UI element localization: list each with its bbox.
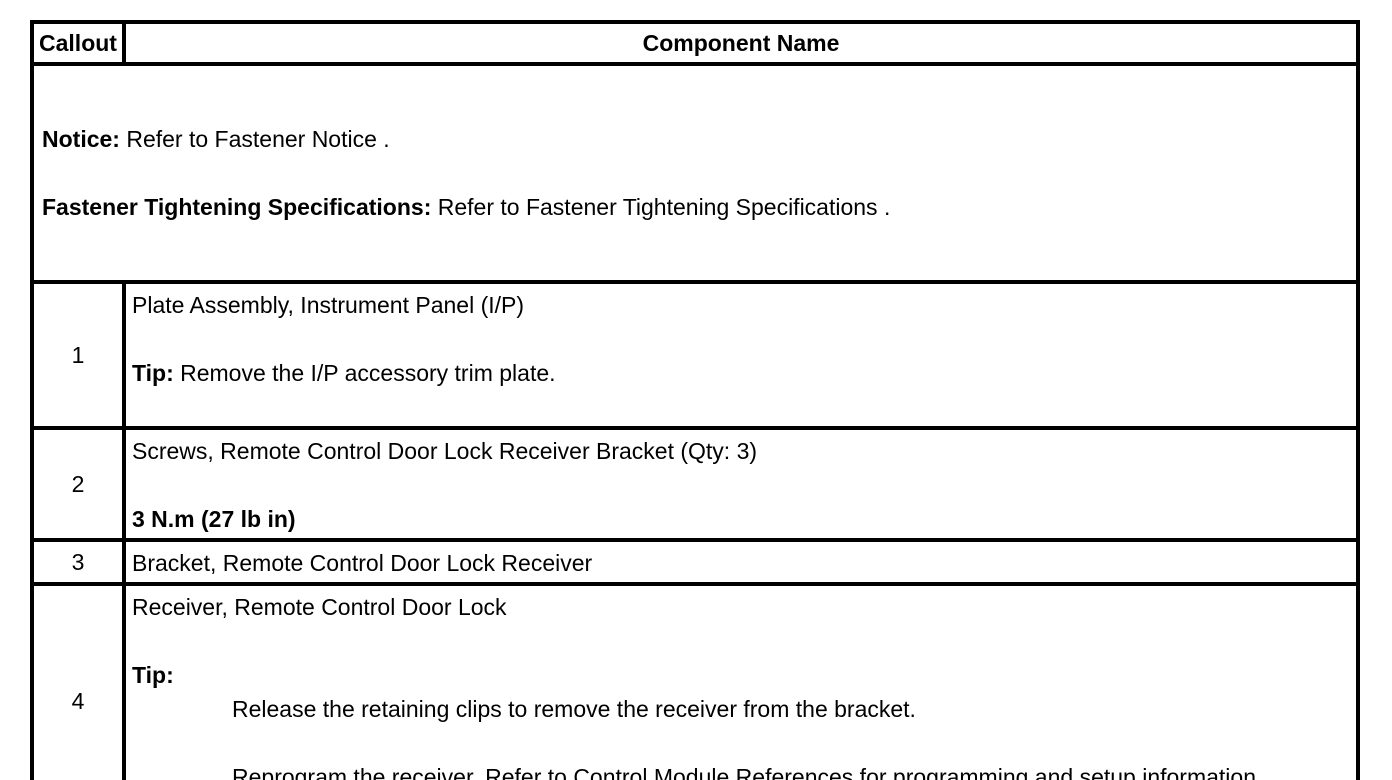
torque-spec: 3 N.m (27 lb in) [132, 506, 296, 532]
callout-number: 3 [30, 538, 126, 586]
table-row: 3 Bracket, Remote Control Door Lock Rece… [30, 538, 1360, 586]
callout-number: 4 [30, 582, 126, 780]
notice-label: Notice: [42, 126, 120, 152]
component-name-column-header: Component Name [122, 20, 1360, 66]
component-name: Plate Assembly, Instrument Panel (I/P) [132, 292, 525, 318]
tip-label: Tip: [132, 662, 174, 688]
component-cell: Screws, Remote Control Door Lock Receive… [122, 426, 1360, 542]
blank-line [132, 322, 1350, 356]
fastener-spec-line: Fastener Tightening Specifications: Refe… [42, 190, 1348, 224]
table-row: 1 Plate Assembly, Instrument Panel (I/P)… [30, 280, 1360, 430]
tip-text: Remove the I/P accessory trim plate. [173, 360, 556, 386]
notice-row: Notice: Refer to Fastener Notice . Faste… [30, 62, 1360, 284]
blank-line [42, 156, 1348, 190]
component-cell: Receiver, Remote Control Door Lock Tip: … [122, 582, 1360, 780]
tip-line: Tip: Remove the I/P accessory trim plate… [132, 356, 1350, 390]
component-cell: Bracket, Remote Control Door Lock Receiv… [122, 538, 1360, 586]
callout-column-header: Callout [30, 20, 126, 66]
fastener-spec-text: Refer to Fastener Tightening Specificati… [431, 194, 891, 220]
tip-label: Tip: [132, 360, 174, 386]
component-cell: Plate Assembly, Instrument Panel (I/P) T… [122, 280, 1360, 430]
table-header-row: Callout Component Name [30, 20, 1360, 66]
component-name: Screws, Remote Control Door Lock Receive… [132, 438, 758, 464]
blank-line [132, 624, 1350, 658]
component-callout-table: Callout Component Name Notice: Refer to … [30, 20, 1360, 780]
component-name: Bracket, Remote Control Door Lock Receiv… [132, 550, 593, 576]
blank-line [132, 726, 1350, 760]
component-name: Receiver, Remote Control Door Lock [132, 594, 507, 620]
callout-number: 1 [30, 280, 126, 430]
tip-item: Release the retaining clips to remove th… [232, 696, 916, 722]
fastener-notice-line: Notice: Refer to Fastener Notice . [42, 122, 1348, 156]
table-row: 4 Receiver, Remote Control Door Lock Tip… [30, 582, 1360, 780]
notice-text: Refer to Fastener Notice . [119, 126, 390, 152]
blank-line [132, 468, 1350, 502]
table-row: 2 Screws, Remote Control Door Lock Recei… [30, 426, 1360, 542]
notice-cell: Notice: Refer to Fastener Notice . Faste… [30, 62, 1360, 284]
callout-number: 2 [30, 426, 126, 542]
tip-item: Reprogram the receiver. Refer to Control… [232, 764, 1263, 780]
fastener-spec-label: Fastener Tightening Specifications: [42, 194, 432, 220]
